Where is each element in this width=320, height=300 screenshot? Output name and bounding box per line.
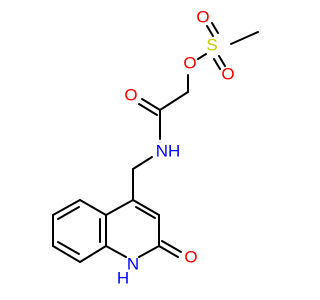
bond-c5-c6-inner (57, 206, 80, 220)
atom-labels: S O O O O NH O N H (117, 8, 235, 288)
bond-c7-c8-inner (57, 241, 80, 255)
bonds (52, 22, 259, 263)
bond-nh-ch2 (132, 156, 153, 170)
bond-c8-c8a (79, 245, 107, 263)
atom-amide-nh: NH (156, 142, 181, 161)
bond-c2-n1 (138, 245, 160, 258)
bond-carbonyl-o-b (138, 103, 158, 116)
atom-sulfonyl-s: S (206, 36, 217, 55)
bond-c2-o-a (158, 245, 179, 258)
atom-sulfonyl-o-bottom: O (221, 65, 234, 84)
bond-s-o-bottom-a (218, 55, 226, 67)
bond-s-o-bottom-b (213, 58, 221, 70)
bond-ch2-carbonyl (159, 91, 189, 111)
bond-carbonyl-o-a (141, 98, 161, 111)
atom-ring-n: N (127, 255, 139, 274)
chemical-structure-diagram: S O O O O NH O N H (52, 8, 259, 288)
bond-c4-c3-inner (135, 206, 156, 219)
bond-s-o-top-b (211, 22, 219, 34)
atom-lactam-o: O (184, 248, 197, 267)
bond-n1-c8a (105, 245, 127, 258)
bond-c5-c6 (52, 199, 81, 216)
bond-c4-c3 (132, 199, 160, 216)
atom-carbonyl-o: O (124, 86, 137, 105)
bond-c4a-c5 (79, 199, 107, 216)
atom-sulfonyl-o-top: O (196, 8, 209, 27)
bond-c4a-c4 (105, 199, 134, 216)
bond-methyl-s (230, 31, 259, 45)
bond-s-o-top-a (206, 25, 214, 37)
atom-ring-h: H (117, 269, 129, 288)
atom-ester-o: O (183, 54, 196, 73)
bond-c2-o-b (161, 240, 182, 253)
bond-c7-c8 (52, 245, 81, 263)
bond-s-ester-o (197, 53, 207, 60)
